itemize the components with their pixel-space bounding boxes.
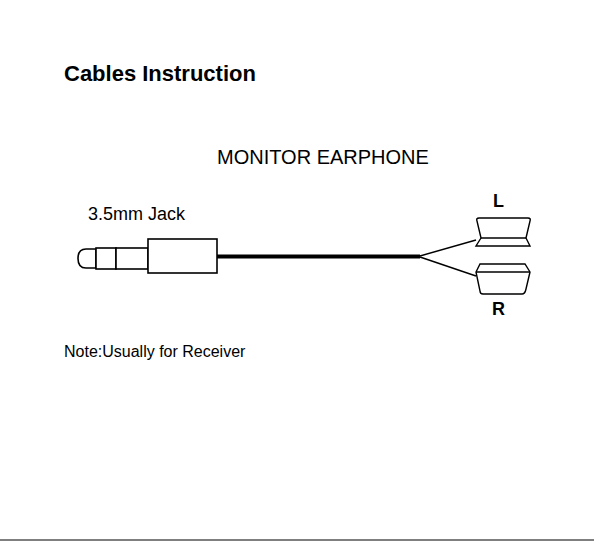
channel-label: R — [492, 300, 505, 318]
left-earbud-rim — [481, 237, 526, 238]
right-wire — [420, 257, 476, 276]
channel-label: L — [493, 192, 504, 210]
jack-sleeve — [116, 248, 148, 269]
connector-label: 3.5mm Jack — [88, 205, 185, 223]
left-earbud — [476, 218, 530, 246]
cable-name: MONITOR EARPHONE — [217, 147, 429, 167]
jack-plug — [78, 239, 217, 273]
right-earbud-rim — [476, 271, 530, 272]
left-wire — [420, 240, 476, 256]
jack-ring — [96, 248, 116, 269]
note-text: Note:Usually for Receiver — [64, 344, 245, 360]
cable — [217, 255, 420, 259]
jack-tip — [78, 249, 96, 268]
page-title: Cables Instruction — [64, 63, 256, 85]
jack-housing — [148, 239, 217, 273]
right-earbud — [476, 264, 530, 294]
page-rule — [0, 539, 594, 540]
